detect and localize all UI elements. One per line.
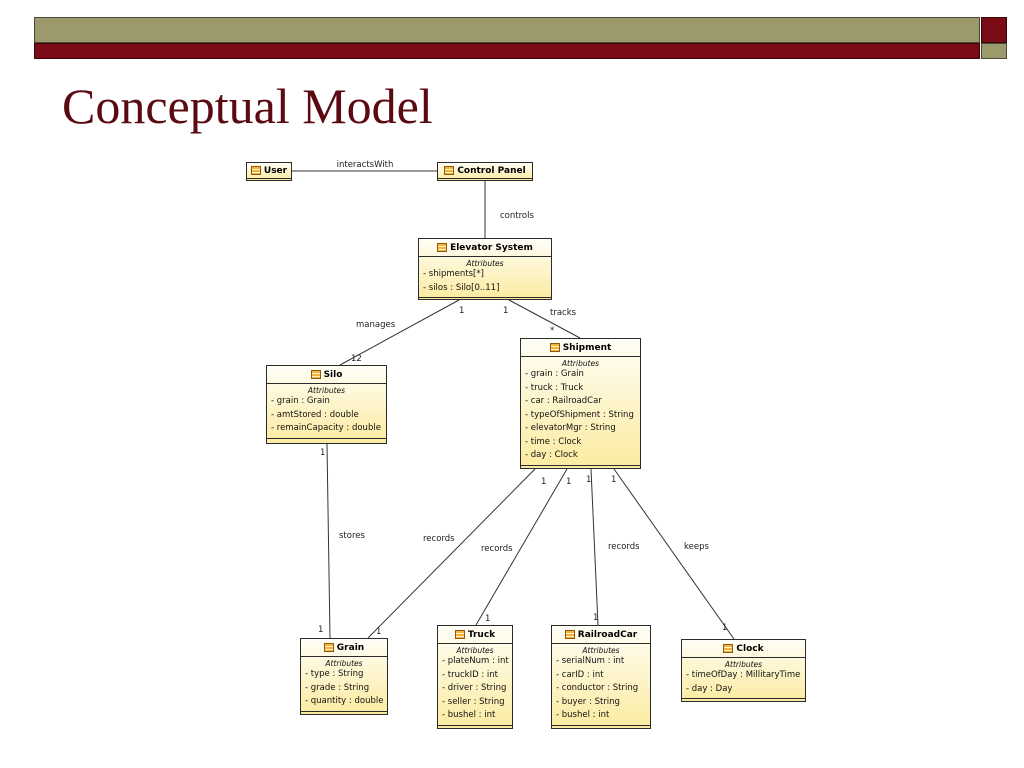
mult-tracks-shipment: * (550, 326, 554, 336)
attribute-row: - grain : Grain (271, 396, 330, 406)
line-keeps (613, 468, 735, 640)
header-square-olive (981, 43, 1007, 59)
class-icon (323, 643, 334, 652)
attribute-row: - serialNum : int (556, 656, 625, 666)
label-records-truck: records (481, 544, 513, 554)
header-band-maroon (34, 43, 980, 59)
attributes-heading: Attributes (466, 259, 504, 268)
label-keeps: keeps (684, 542, 709, 552)
class-name: Silo (323, 369, 343, 380)
slide-title: Conceptual Model (62, 78, 433, 134)
mult-keeps-clock: 1 (722, 623, 727, 633)
attribute-row: - bushel : int (442, 710, 496, 720)
class-elevator-system[interactable]: Elevator System Attributes - shipments[*… (418, 238, 552, 300)
class-icon (437, 243, 448, 252)
attribute-row: - timeOfDay : MillitaryTime (686, 670, 801, 680)
mult-records-car-railroadcar: 1 (593, 613, 598, 623)
mult-records-truck-shipment: 1 (566, 477, 571, 487)
label-interacts: interactsWith (337, 160, 394, 170)
attribute-row: - seller : String (442, 696, 505, 707)
class-name: Elevator System (450, 242, 533, 253)
attribute-row: - remainCapacity : double (271, 423, 381, 433)
attribute-row: - typeOfShipment : String (525, 409, 634, 420)
attributes-heading: Attributes (307, 386, 346, 395)
class-name: Control Panel (457, 165, 526, 176)
mult-tracks-elevator: 1 (503, 306, 508, 316)
class-icon (444, 166, 455, 175)
class-clock[interactable]: Clock Attributes - timeOfDay : Millitary… (681, 639, 806, 702)
attribute-row: - quantity : double (305, 696, 384, 706)
header-square-maroon (981, 17, 1007, 43)
attributes-heading: Attributes (724, 660, 763, 669)
attribute-row: - conductor : String (556, 683, 639, 693)
class-user[interactable]: User (246, 162, 292, 181)
attribute-row: - buyer : String (556, 696, 620, 707)
attribute-row: - silos : Silo[0..11] (423, 282, 500, 293)
attribute-row: - time : Clock (525, 436, 582, 447)
line-manages (339, 299, 460, 366)
attribute-row: - truck : Truck (525, 382, 584, 393)
mult-manages-elevator: 1 (459, 306, 464, 316)
class-truck[interactable]: Truck Attributes - plateNum : int - truc… (437, 625, 513, 729)
class-grain[interactable]: Grain Attributes - type : String - grade… (300, 638, 388, 715)
mult-stores-grain: 1 (318, 625, 323, 635)
attributes-heading: Attributes (456, 646, 494, 655)
label-records-grain: records (423, 534, 455, 544)
class-shipment[interactable]: Shipment Attributes - grain : Grain - tr… (520, 338, 641, 469)
attributes-heading: Attributes (561, 359, 600, 368)
line-tracks (508, 299, 581, 339)
attribute-row: - shipments[*] (423, 269, 484, 279)
class-name: Truck (467, 629, 496, 640)
class-icon (723, 644, 734, 653)
label-controls: controls (500, 211, 534, 221)
attribute-row: - elevatorMgr : String (525, 423, 616, 433)
class-silo[interactable]: Silo Attributes - grain : Grain - amtSto… (266, 365, 387, 444)
attribute-row: - car : RailroadCar (525, 396, 602, 406)
class-icon (564, 630, 575, 639)
attribute-row: - truckID : int (442, 669, 498, 680)
mult-stores-silo: 1 (320, 448, 325, 458)
attribute-row: - amtStored : double (271, 409, 359, 420)
class-name: Shipment (562, 342, 612, 353)
mult-records-grain-shipment: 1 (541, 477, 546, 487)
class-railroadcar[interactable]: RailroadCar Attributes - serialNum : int… (551, 625, 651, 729)
class-icon (250, 166, 261, 175)
class-icon (549, 343, 560, 352)
mult-records-grain-grain: 1 (376, 627, 381, 637)
class-name: Clock (736, 643, 764, 654)
mult-records-truck-truck: 1 (485, 614, 490, 624)
label-manages: manages (356, 320, 396, 330)
attribute-row: - day : Clock (525, 450, 578, 460)
attributes-heading: Attributes (325, 659, 363, 668)
class-icon (310, 370, 321, 379)
attribute-row: - plateNum : int (442, 656, 509, 666)
class-control-panel[interactable]: Control Panel (437, 162, 533, 181)
class-name: RailroadCar (577, 629, 638, 640)
line-stores (326, 443, 331, 639)
mult-records-car-shipment: 1 (586, 475, 591, 485)
attribute-row: - day : Day (686, 683, 733, 694)
line-records-car (590, 468, 599, 626)
attribute-row: - driver : String (442, 683, 507, 693)
line-records-truck (475, 468, 568, 626)
class-name: Grain (336, 642, 365, 653)
attribute-row: - bushel : int (556, 710, 610, 720)
attribute-row: - grain : Grain (525, 369, 584, 379)
attributes-heading: Attributes (582, 646, 620, 655)
attribute-row: - type : String (305, 669, 364, 679)
mult-keeps-shipment: 1 (611, 475, 616, 485)
mult-manages-silo: 12 (351, 354, 362, 364)
class-name: User (263, 165, 288, 176)
header-band-olive (34, 17, 980, 43)
line-records-grain (367, 468, 536, 639)
attribute-row: - carID : int (556, 669, 604, 680)
attribute-row: - grade : String (305, 682, 370, 693)
label-records-car: records (608, 542, 640, 552)
label-tracks: tracks (550, 308, 577, 318)
class-icon (454, 630, 465, 639)
label-stores: stores (339, 531, 365, 541)
